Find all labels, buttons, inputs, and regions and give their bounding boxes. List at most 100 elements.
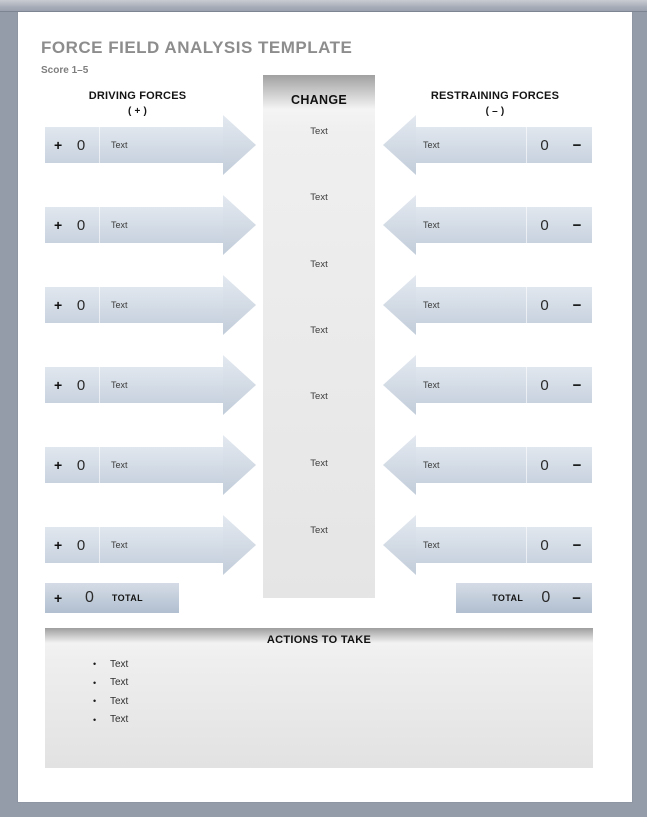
restraining-force-label-field[interactable]: Text	[423, 300, 440, 310]
change-item[interactable]: Text	[310, 259, 328, 270]
change-item[interactable]: Text	[310, 525, 328, 536]
driving-force-bar[interactable]: + 0 Text	[45, 527, 223, 563]
page-title: FORCE FIELD ANALYSIS TEMPLATE	[41, 38, 353, 57]
restraining-forces-header-label: RESTRAINING FORCES	[430, 90, 560, 102]
arrow-right-head-icon	[223, 195, 256, 255]
driving-force-row: + 0 Text	[45, 275, 256, 335]
change-item[interactable]: Text	[310, 458, 328, 469]
driving-force-bar[interactable]: + 0 Text	[45, 127, 223, 163]
driving-force-label-field[interactable]: Text	[99, 207, 223, 243]
restraining-force-bar[interactable]: Text 0 −	[416, 367, 592, 403]
driving-force-label-field[interactable]: Text	[99, 127, 223, 163]
plus-sign-header: ( + )	[127, 106, 148, 117]
minus-icon: −	[572, 136, 582, 154]
driving-force-row: + 0 Text	[45, 435, 256, 495]
minus-sign-header: ( – )	[485, 106, 505, 117]
restraining-score-field[interactable]: 0	[526, 127, 562, 163]
driving-score-field[interactable]: 0	[76, 456, 86, 474]
restraining-total-label: TOTAL	[492, 593, 524, 603]
restraining-force-bar[interactable]: Text 0 −	[416, 207, 592, 243]
document-page: FORCE FIELD ANALYSIS TEMPLATE Score 1–5 …	[17, 12, 633, 803]
arrow-left-head-icon	[383, 435, 416, 495]
driving-total-score[interactable]: 0	[85, 589, 94, 606]
driving-score-field[interactable]: 0	[76, 376, 86, 394]
driving-score-field[interactable]: 0	[76, 216, 86, 234]
driving-force-row: + 0 Text	[45, 355, 256, 415]
restraining-force-row: Text 0 −	[383, 115, 592, 175]
driving-forces-header: DRIVING FORCES ( + )	[45, 90, 230, 118]
arrow-left-head-icon	[383, 275, 416, 335]
restraining-total-box: TOTAL 0 −	[456, 583, 592, 613]
plus-icon: +	[54, 457, 63, 473]
plus-icon: +	[54, 137, 63, 153]
plus-icon: +	[54, 537, 63, 553]
action-item: • Text	[93, 711, 573, 730]
restraining-force-label-field[interactable]: Text	[423, 140, 440, 150]
arrow-left-head-icon	[383, 115, 416, 175]
change-item[interactable]: Text	[310, 192, 328, 203]
arrow-right-head-icon	[223, 515, 256, 575]
restraining-forces-header: RESTRAINING FORCES ( – )	[398, 90, 592, 118]
driving-force-row: + 0 Text	[45, 115, 256, 175]
restraining-force-row: Text 0 −	[383, 355, 592, 415]
driving-score-field[interactable]: 0	[76, 136, 86, 154]
action-label-field[interactable]: Text	[110, 658, 129, 670]
action-label-field[interactable]: Text	[110, 695, 129, 707]
restraining-force-label-field[interactable]: Text	[423, 380, 440, 390]
driving-force-row: + 0 Text	[45, 195, 256, 255]
actions-header: ACTIONS TO TAKE	[266, 634, 372, 646]
plus-icon: +	[54, 590, 63, 606]
driving-force-bar[interactable]: + 0 Text	[45, 207, 223, 243]
action-label-field[interactable]: Text	[110, 714, 129, 726]
restraining-force-row: Text 0 −	[383, 515, 592, 575]
driving-force-bar[interactable]: + 0 Text	[45, 447, 223, 483]
arrow-right-head-icon	[223, 275, 256, 335]
change-item[interactable]: Text	[310, 126, 328, 137]
action-label-field[interactable]: Text	[110, 677, 129, 689]
bullet-icon: •	[93, 714, 97, 725]
arrow-left-head-icon	[383, 355, 416, 415]
driving-score-field[interactable]: 0	[76, 296, 86, 314]
restraining-force-label-field[interactable]: Text	[423, 460, 440, 470]
minus-icon: −	[572, 296, 582, 314]
restraining-score-field[interactable]: 0	[526, 207, 562, 243]
driving-force-label-field[interactable]: Text	[99, 287, 223, 323]
restraining-force-label-field[interactable]: Text	[423, 220, 440, 230]
driving-score-field[interactable]: 0	[76, 536, 86, 554]
restraining-force-bar[interactable]: Text 0 −	[416, 447, 592, 483]
plus-icon: +	[54, 217, 63, 233]
plus-icon: +	[54, 297, 63, 313]
arrow-right-head-icon	[223, 355, 256, 415]
restraining-force-label-field[interactable]: Text	[423, 540, 440, 550]
action-item: • Text	[93, 655, 573, 674]
driving-force-label-field[interactable]: Text	[99, 367, 223, 403]
driving-force-label-field[interactable]: Text	[99, 447, 223, 483]
restraining-score-field[interactable]: 0	[526, 287, 562, 323]
action-item: • Text	[93, 692, 573, 711]
action-item: • Text	[93, 674, 573, 693]
driving-force-row: + 0 Text	[45, 515, 256, 575]
restraining-score-field[interactable]: 0	[526, 527, 562, 563]
plus-icon: +	[54, 377, 63, 393]
actions-section: ACTIONS TO TAKE • Text • Text • Text • T…	[45, 628, 593, 768]
score-scale-note: Score 1–5	[41, 65, 89, 76]
restraining-score-field[interactable]: 0	[526, 447, 562, 483]
driving-force-bar[interactable]: + 0 Text	[45, 367, 223, 403]
restraining-total-score[interactable]: 0	[541, 589, 551, 606]
change-item[interactable]: Text	[310, 391, 328, 402]
restraining-force-bar[interactable]: Text 0 −	[416, 287, 592, 323]
bullet-icon: •	[93, 677, 97, 688]
restraining-force-row: Text 0 −	[383, 435, 592, 495]
restraining-score-field[interactable]: 0	[526, 367, 562, 403]
restraining-force-bar[interactable]: Text 0 −	[416, 527, 592, 563]
driving-force-label-field[interactable]: Text	[99, 527, 223, 563]
minus-icon: −	[572, 216, 582, 234]
minus-icon: −	[572, 376, 582, 394]
minus-icon: −	[572, 589, 581, 607]
driving-forces-header-label: DRIVING FORCES	[88, 90, 187, 102]
change-item[interactable]: Text	[310, 325, 328, 336]
restraining-force-row: Text 0 −	[383, 275, 592, 335]
restraining-force-bar[interactable]: Text 0 −	[416, 127, 592, 163]
restraining-force-row: Text 0 −	[383, 195, 592, 255]
driving-force-bar[interactable]: + 0 Text	[45, 287, 223, 323]
